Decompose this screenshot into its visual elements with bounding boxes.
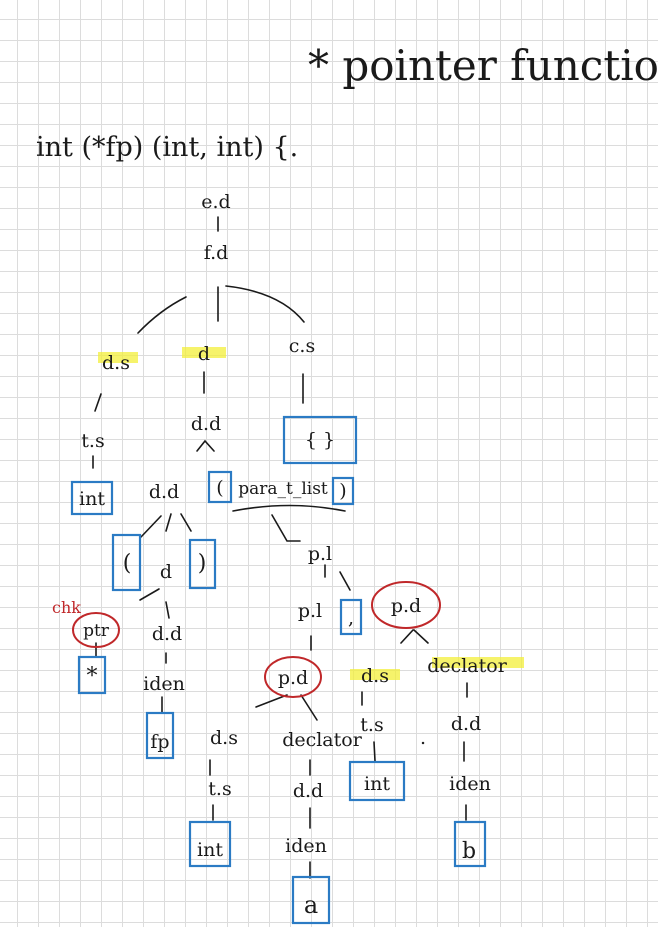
node-int2: int	[364, 773, 390, 795]
node-pd1: p.d	[391, 595, 421, 617]
tree-nodes: e.d f.d d.s d c.s t.s d.d int { } d.d ( …	[79, 191, 508, 919]
tree-edges	[92, 216, 468, 879]
box-lparen2	[207, 470, 233, 504]
box-cs-body	[282, 415, 358, 465]
box-rparen2	[331, 476, 355, 506]
box-b	[453, 820, 487, 868]
node-lparen2: (	[216, 477, 223, 499]
node-dot: .	[420, 727, 426, 749]
code-line: int (*fp) (int, int) {.	[36, 132, 298, 163]
node-iden3: iden	[285, 835, 327, 857]
node-int3: int	[197, 839, 223, 861]
node-fp: fp	[150, 731, 169, 753]
box-lparen1	[111, 533, 142, 592]
box-comma	[339, 598, 363, 636]
node-paramlist: para_t_list	[238, 479, 328, 499]
node-dd5: d.d	[293, 780, 323, 802]
node-iden1: iden	[143, 673, 185, 695]
node-d1: d	[198, 343, 210, 365]
node-fd: f.d	[204, 242, 229, 264]
annotation-chk: chk	[52, 598, 81, 617]
node-lparen1: (	[123, 551, 132, 576]
highlight-ds3	[350, 669, 400, 680]
node-dd1: d.d	[191, 413, 221, 435]
node-rparen1: )	[198, 551, 207, 576]
node-dd4: d.d	[451, 713, 481, 735]
circle-pd2	[264, 656, 322, 698]
node-d2: d	[160, 561, 172, 583]
node-ptr: ptr	[83, 621, 110, 641]
node-ts3: t.s	[208, 778, 231, 800]
node-ds3: d.s	[361, 665, 389, 687]
node-int1: int	[79, 488, 105, 510]
box-star	[77, 655, 107, 695]
node-star: *	[87, 664, 98, 689]
node-b: b	[462, 839, 476, 864]
node-dd3: d.d	[152, 623, 182, 645]
node-ds1: d.s	[102, 352, 130, 374]
box-int3	[188, 820, 232, 868]
highlight-ds1	[98, 352, 138, 363]
circle-ptr	[72, 612, 120, 648]
node-iden2: iden	[449, 773, 491, 795]
box-fp	[145, 711, 175, 760]
highlight-declarator2	[432, 657, 524, 668]
node-ts2: t.s	[360, 714, 383, 736]
node-declarator1: declator	[282, 729, 363, 751]
highlight-d1	[182, 347, 226, 358]
box-int1	[70, 480, 114, 516]
node-ds2: d.s	[210, 727, 238, 749]
node-pl2: p.l	[298, 600, 322, 622]
node-ts1: t.s	[81, 430, 104, 452]
circle-pd1	[371, 581, 441, 629]
box-int2	[348, 760, 406, 802]
node-pd2: p.d	[278, 667, 308, 689]
node-cs-body: { }	[305, 429, 335, 451]
node-dd2: d.d	[149, 481, 179, 503]
box-rparen1	[188, 538, 217, 590]
node-declarator2: declator	[427, 655, 508, 677]
node-a: a	[304, 891, 318, 919]
node-ed: e.d	[201, 191, 230, 213]
node-comma: ,	[348, 607, 354, 629]
node-cs: c.s	[289, 335, 315, 357]
box-a	[291, 875, 331, 925]
node-rparen2: )	[339, 480, 346, 502]
title: * pointer function.	[308, 41, 658, 90]
node-pl1: p.l	[308, 543, 332, 565]
